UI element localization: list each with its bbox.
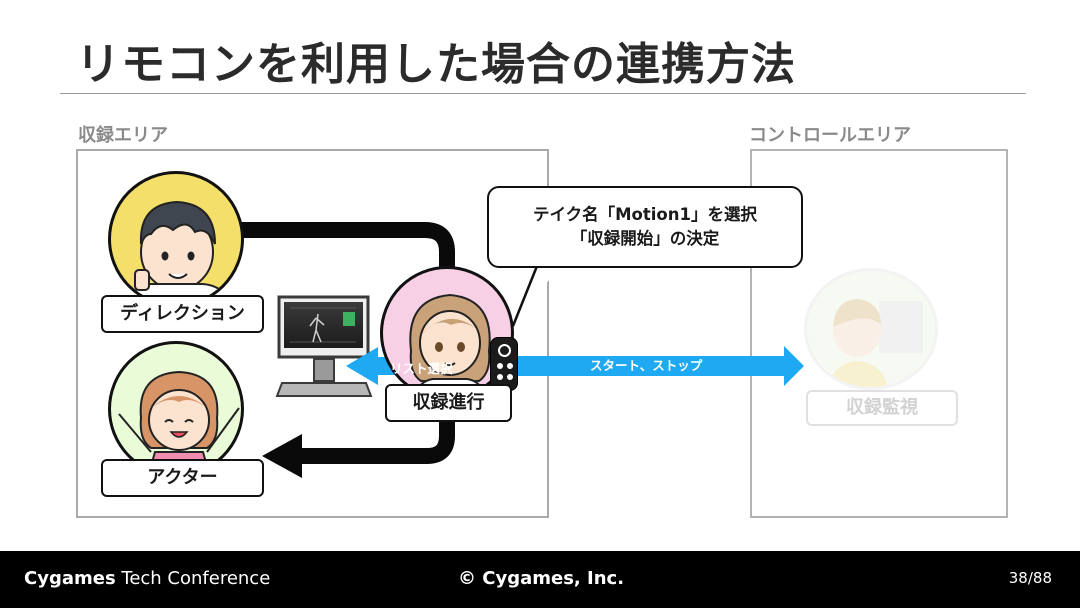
control-area-label: コントロールエリア	[749, 125, 911, 146]
recording-area-box	[76, 149, 549, 518]
bubble-line-1: テイク名「Motion1」を選択	[532, 205, 758, 224]
recording-area-label: 収録エリア	[78, 125, 168, 146]
actor-connector	[300, 420, 455, 464]
monitor-label: 収録監視	[806, 390, 958, 426]
bubble-tail	[511, 264, 560, 327]
page-title: リモコンを利用した場合の連携方法	[76, 39, 796, 90]
page-number: 38/88	[1008, 569, 1052, 587]
director-avatar	[108, 171, 244, 307]
pc-monitor-icon	[275, 295, 373, 397]
control-area-box	[750, 149, 1008, 518]
footer-brand-rest: Tech Conference	[115, 568, 271, 589]
remote-top-button	[498, 344, 511, 357]
remote-button	[497, 363, 503, 369]
monitor-staff-avatar	[804, 268, 938, 390]
list-select-label: リスト選択	[390, 361, 453, 376]
footer-brand-bold: Cygames	[24, 568, 116, 589]
footer-brand: Cygames Tech Conference	[24, 568, 270, 589]
speech-bubble: テイク名「Motion1」を選択 「収録開始」の決定	[487, 186, 803, 268]
direction-label: ディレクション	[101, 295, 264, 333]
operator-avatar	[380, 266, 514, 400]
footer-bar: Cygames Tech Conference © Cygames, Inc. …	[0, 551, 1080, 608]
actor-arrowhead	[262, 434, 302, 478]
actor-avatar	[108, 341, 244, 477]
title-divider	[60, 93, 1026, 94]
remote-button	[507, 363, 513, 369]
remote-button	[497, 374, 503, 380]
start-stop-label: スタート、ストップ	[590, 358, 703, 373]
bubble-line-2: 「収録開始」の決定	[570, 229, 720, 248]
remote-control-icon	[490, 337, 518, 391]
remote-button	[507, 374, 513, 380]
actor-label: アクター	[101, 459, 264, 497]
start-stop-arrow	[516, 346, 804, 386]
direction-connector	[240, 222, 455, 292]
footer-copyright: © Cygames, Inc.	[458, 568, 625, 589]
progress-label: 収録進行	[385, 384, 512, 422]
